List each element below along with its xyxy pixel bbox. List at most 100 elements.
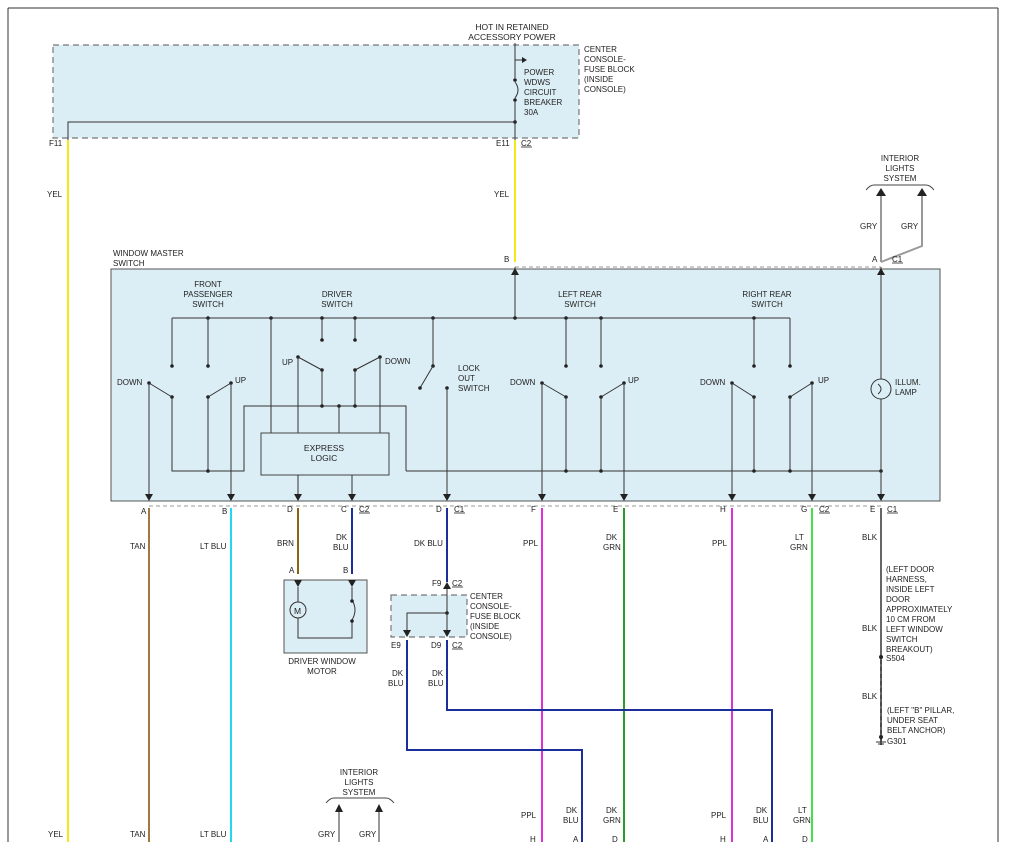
bottom-ppl-2: PPL	[711, 811, 727, 820]
conn-c2-2: C2	[819, 505, 830, 514]
fuse-block-label-1c: FUSE BLOCK	[584, 65, 635, 74]
wire-label-blu-4: BLU	[428, 679, 444, 688]
illum-lamp-label-b: LAMP	[895, 388, 917, 397]
driver-window-motor-label: DRIVER WINDOW	[288, 657, 356, 666]
ground-g301: G301	[887, 737, 907, 746]
fuse-block-label-1e: CONSOLE)	[584, 85, 626, 94]
wire-label-gry-1: GRY	[860, 222, 878, 231]
window-master-switch-label-b: SWITCH	[113, 259, 145, 268]
motor-pin-a: A	[289, 566, 295, 575]
pin-d-1: D	[287, 505, 293, 514]
fp-down-label: DOWN	[117, 378, 143, 387]
lr-down-label: DOWN	[510, 378, 536, 387]
bottom-dk-2: DK	[606, 806, 618, 815]
drv-up-label: UP	[282, 358, 293, 367]
pin-e9: E9	[391, 641, 401, 650]
bottom-dk-3: DK	[756, 806, 768, 815]
bottom-pin-d-1: D	[612, 835, 618, 842]
fuse-block-label-1b: CONSOLE-	[584, 55, 626, 64]
bottom-yel: YEL	[48, 830, 64, 839]
wire-label-blu-3: BLU	[388, 679, 404, 688]
conn-c1-top: C1	[892, 255, 903, 264]
fuse-block-label-1: CENTER	[584, 45, 617, 54]
pin-d-2: D	[436, 505, 442, 514]
left-rear-switch-label-b: SWITCH	[564, 300, 596, 309]
interior-lights-bottom-1: INTERIOR	[340, 768, 378, 777]
circuit-breaker-label-c: CIRCUIT	[524, 88, 557, 97]
ground-note-1e: APPROXIMATELY	[886, 605, 953, 614]
wire-label-grn-1: GRN	[603, 543, 621, 552]
ground-note-1c: INSIDE LEFT	[886, 585, 935, 594]
window-master-switch-label: WINDOW MASTER	[113, 249, 184, 258]
wire-label-dk-blu: DK BLU	[414, 539, 443, 548]
circuit-breaker-label: POWER	[524, 68, 554, 77]
bottom-gry-2: GRY	[359, 830, 377, 839]
bottom-gry-1: GRY	[318, 830, 336, 839]
rr-down-label: DOWN	[700, 378, 726, 387]
bottom-blu-1: BLU	[563, 816, 579, 825]
bottom-ppl-1: PPL	[521, 811, 537, 820]
right-rear-switch-label-b: SWITCH	[751, 300, 783, 309]
ground-note-2c: BELT ANCHOR)	[887, 726, 946, 735]
fp-up-label: UP	[235, 376, 246, 385]
bottom-pin-a-1: A	[573, 835, 579, 842]
pin-e-2: E	[870, 505, 875, 514]
pin-a-bottom: A	[141, 507, 147, 516]
wire-label-blk-3: BLK	[862, 692, 878, 701]
fuse-block-2-label-c: FUSE BLOCK	[470, 612, 521, 621]
pin-e-1: E	[613, 505, 618, 514]
bottom-dk-1: DK	[566, 806, 578, 815]
interior-lights-label-3: SYSTEM	[884, 174, 917, 183]
pin-f9: F9	[432, 579, 442, 588]
bottom-pin-h-2: H	[720, 835, 726, 842]
ground-note-1h: SWITCH	[886, 635, 918, 644]
conn-c2-1: C2	[359, 505, 370, 514]
bottom-grn-1: GRN	[603, 816, 621, 825]
bottom-pin-a-2: A	[763, 835, 769, 842]
wire-label-dk-1: DK	[336, 533, 348, 542]
bottom-blu-3: BLU	[753, 816, 769, 825]
pin-c-1: C	[341, 505, 347, 514]
express-logic-label: EXPRESS	[304, 443, 344, 453]
pin-d9: D9	[431, 641, 442, 650]
pin-e11: E11	[496, 139, 510, 148]
ground-note-2: (LEFT "B" PILLAR,	[887, 706, 954, 715]
ground-note-2b: UNDER SEAT	[887, 716, 938, 725]
ground-note-1i: BREAKOUT)	[886, 645, 933, 654]
ground-note-1d: DOOR	[886, 595, 910, 604]
wire-label-blk-2: BLK	[862, 624, 878, 633]
conn-c1-2: C1	[887, 505, 898, 514]
wire-label-yel-left: YEL	[47, 190, 63, 199]
pin-f: F	[531, 505, 536, 514]
driver-window-motor-label-b: MOTOR	[307, 667, 337, 676]
wire-label-dk-3: DK	[392, 669, 404, 678]
ground-note-1f: 10 CM FROM	[886, 615, 936, 624]
bottom-tan: TAN	[130, 830, 146, 839]
circuit-breaker-label-d: BREAKER	[524, 98, 562, 107]
wire-label-ppl-2: PPL	[712, 539, 728, 548]
wire-label-blk-1: BLK	[862, 533, 878, 542]
circuit-breaker-label-e: 30A	[524, 108, 539, 117]
wire-label-tan: TAN	[130, 542, 146, 551]
left-rear-switch-label: LEFT REAR	[558, 290, 602, 299]
bottom-lt-1: LT	[798, 806, 807, 815]
bottom-lt-blu: LT BLU	[200, 830, 227, 839]
front-passenger-switch-label-c: SWITCH	[192, 300, 224, 309]
fuse-block-2-label-b: CONSOLE-	[470, 602, 512, 611]
rr-up-label: UP	[818, 376, 829, 385]
wire-label-gry-2: GRY	[901, 222, 919, 231]
splice-s504: S504	[886, 654, 905, 663]
driver-switch-label: DRIVER	[322, 290, 352, 299]
conn-c2-top: C2	[521, 139, 532, 148]
interior-lights-bottom-2: LIGHTS	[345, 778, 374, 787]
pin-g: G	[801, 505, 807, 514]
pin-f11: F11	[49, 139, 63, 148]
center-console-fuse-block-2	[390, 594, 468, 638]
illum-lamp-label: ILLUM.	[895, 378, 921, 387]
conn-c2-f9: C2	[452, 579, 463, 588]
hot-label-line1: HOT IN RETAINED	[475, 22, 548, 32]
wire-label-grn-2: GRN	[790, 543, 808, 552]
interior-lights-bottom-3: SYSTEM	[343, 788, 376, 797]
lockout-switch-label-c: SWITCH	[458, 384, 490, 393]
